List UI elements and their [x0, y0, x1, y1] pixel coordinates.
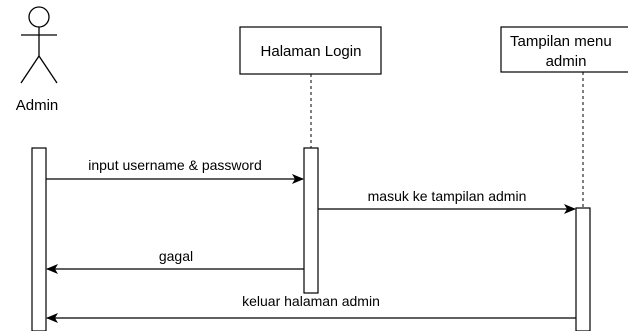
actor-admin-label: Admin: [16, 97, 59, 114]
activation-bar-admin: [31, 147, 47, 331]
actor-right-leg: [38, 55, 58, 84]
activation-bar-halaman-login: [303, 147, 319, 294]
actor-head: [28, 6, 50, 28]
message-label-gagal: gagal: [159, 248, 193, 264]
actor-left-leg: [20, 55, 40, 84]
message-label-keluar-halaman-admin: keluar halaman admin: [242, 293, 380, 309]
message-label-input-username-password: input username & password: [88, 157, 262, 173]
participant-halaman-login-box: [239, 26, 382, 75]
activation-bar-tampilan-menu-admin: [575, 207, 591, 331]
participant-tampilan-menu-label-line1: Tampilan menu: [510, 33, 612, 50]
participant-tampilan-menu-admin-box: [500, 26, 628, 73]
participant-halaman-login-label: Halaman Login: [261, 43, 362, 60]
participant-tampilan-menu-label-line2: admin: [546, 53, 587, 70]
actor-admin-figure: [20, 6, 58, 84]
message-label-masuk-ke-tampilan-admin: masuk ke tampilan admin: [368, 188, 527, 204]
